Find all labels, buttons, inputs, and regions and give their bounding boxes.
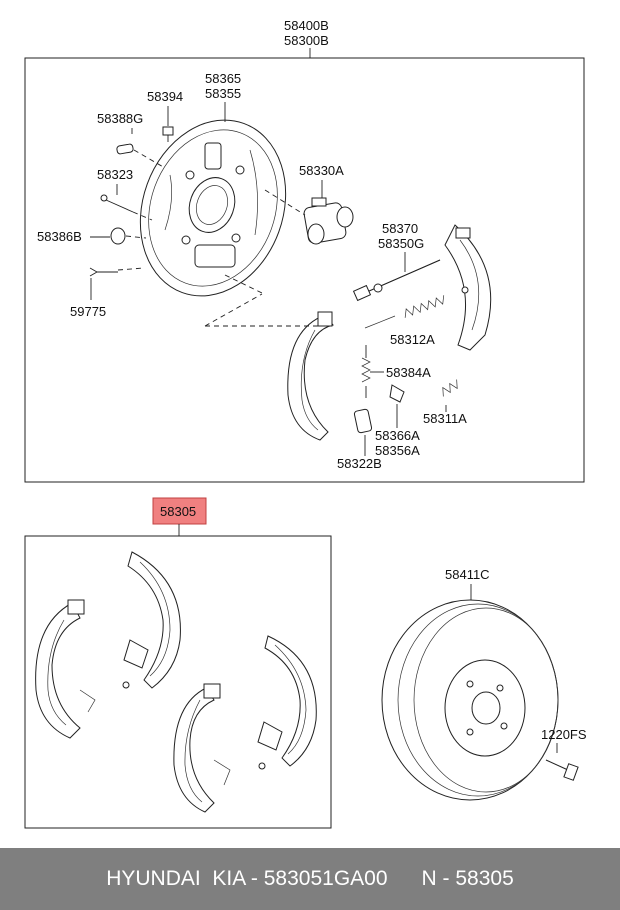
backing-plate bbox=[139, 119, 287, 297]
label-58394: 58394 bbox=[147, 89, 183, 104]
pin-58388G bbox=[116, 143, 134, 155]
label-58330A: 58330A bbox=[299, 163, 344, 178]
clip-59775 bbox=[89, 267, 98, 277]
bolt-58394 bbox=[162, 126, 174, 142]
label-58305: 58305 bbox=[160, 504, 196, 519]
label-58356A: 58356A bbox=[375, 443, 420, 458]
footer-ref-number: N - 58305 bbox=[421, 867, 514, 890]
label-58323: 58323 bbox=[97, 167, 133, 182]
label-58370: 58370 bbox=[382, 221, 418, 236]
adjuster-58370 bbox=[352, 259, 441, 302]
label-58350G: 58350G bbox=[378, 236, 424, 251]
clip-58322B bbox=[353, 408, 373, 434]
highlight-box bbox=[152, 497, 207, 525]
footer-part-number: HYUNDAI KIA - 583051GA00 bbox=[106, 867, 388, 890]
label-58386B: 58386B bbox=[37, 229, 82, 244]
brake-shoe-3 bbox=[173, 683, 231, 813]
label-58355: 58355 bbox=[205, 86, 241, 101]
label-58366A: 58366A bbox=[375, 428, 420, 443]
bolt-58323 bbox=[100, 194, 134, 213]
parts-diagram: 58400B 58300B 58365 58355 58394 58388G 5… bbox=[24, 18, 587, 829]
label-58312A: 58312A bbox=[390, 332, 435, 347]
label-59775: 59775 bbox=[70, 304, 106, 319]
label-58411C: 58411C bbox=[445, 567, 490, 582]
label-58300B: 58300B bbox=[284, 33, 329, 48]
footer-bar: HYUNDAI KIA - 583051GA00 N - 58305 bbox=[0, 848, 620, 910]
brake-shoe-1 bbox=[35, 599, 96, 739]
label-1220FS: 1220FS bbox=[541, 727, 587, 742]
plug-58386B bbox=[110, 227, 126, 245]
bolt-1220FS bbox=[545, 759, 579, 781]
spring-58311A bbox=[442, 379, 458, 397]
brake-shoe-center bbox=[287, 311, 334, 441]
bottom-panel-frame bbox=[24, 535, 332, 829]
strut-58366A bbox=[389, 384, 405, 403]
label-58365: 58365 bbox=[205, 71, 241, 86]
brake-shoe-4 bbox=[257, 635, 317, 770]
label-58400B: 58400B bbox=[284, 18, 329, 33]
label-58384A: 58384A bbox=[386, 365, 431, 380]
brake-drum-58411C bbox=[381, 599, 559, 801]
label-58388G: 58388G bbox=[97, 111, 143, 126]
brake-shoe-right bbox=[444, 224, 492, 351]
label-58311A: 58311A bbox=[423, 411, 467, 426]
brake-shoe-2 bbox=[122, 551, 181, 689]
top-panel-frame bbox=[24, 57, 585, 483]
spring-58312A bbox=[364, 295, 445, 329]
wheel-cylinder-58330A bbox=[303, 197, 354, 245]
spring-58384A bbox=[361, 345, 371, 398]
label-58322B: 58322B bbox=[337, 456, 382, 471]
